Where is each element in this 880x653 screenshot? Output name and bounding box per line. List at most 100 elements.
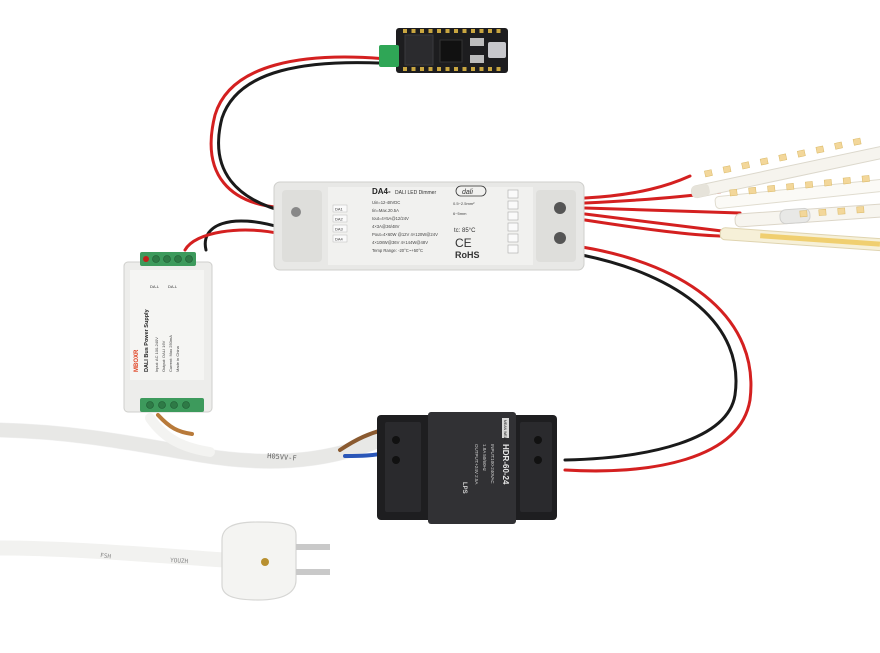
dali-psu-spec-line: Made in China xyxy=(175,345,180,372)
led-chip xyxy=(804,181,814,189)
header-pin xyxy=(445,29,450,33)
header-pin xyxy=(488,29,492,33)
dimmer-spec-line: Uin=12-48VDC xyxy=(372,200,400,205)
channel-label: DA4 xyxy=(335,237,344,242)
dali-psu-label: MBOXR DALI Bus Power Supply Input: AC 10… xyxy=(134,308,180,372)
led-wire-5 xyxy=(583,218,722,238)
dimmer-spec-line: 4×3A@36/48V xyxy=(372,224,400,229)
led-chip xyxy=(834,141,843,150)
channel-box xyxy=(332,204,348,213)
header-pin xyxy=(420,29,424,33)
header-pin xyxy=(428,67,433,71)
header-pin xyxy=(471,29,475,33)
led-strip-2 xyxy=(714,178,880,209)
plug-prong-bottom xyxy=(296,569,330,575)
usb-c-port xyxy=(488,42,506,58)
led-strip-4 xyxy=(719,227,880,252)
led-chip xyxy=(861,175,870,183)
led-strips xyxy=(690,137,880,252)
svg-text:DA-L: DA-L xyxy=(168,284,178,289)
header-pin xyxy=(479,29,484,33)
channel-box xyxy=(332,224,348,233)
terminal-screw xyxy=(174,255,182,263)
screw-hole xyxy=(291,207,301,217)
header-pin xyxy=(454,67,458,71)
dimmer-spec-lines: Uin=12-48VDCIin=Max.20.5AIout=4×5A@12/24… xyxy=(372,200,438,253)
psu-label: MEAN WELL HDR-60-24 INPUT:100-240VAC1.8A… xyxy=(461,418,510,494)
psu-spec-line: OUTPUT:+24V 2.5A xyxy=(474,444,479,484)
terminal-screw xyxy=(158,401,166,409)
led-chip xyxy=(778,153,788,162)
plug-prong-top xyxy=(296,544,330,550)
screw-hole xyxy=(554,232,566,244)
dali-bus-wire-black xyxy=(203,219,284,252)
led-chip xyxy=(741,161,750,170)
cable-print-youzh: YOUZH xyxy=(170,557,189,565)
screw-hole xyxy=(554,202,566,214)
header-pin xyxy=(428,29,433,33)
terminal-slot xyxy=(507,233,519,243)
dimmer-spec-line: Iout=4×5A@12/24V xyxy=(372,216,409,221)
led-chip xyxy=(748,187,757,195)
header-pin xyxy=(488,67,492,71)
terminal-slot xyxy=(507,189,519,199)
terminal-screw xyxy=(146,401,154,409)
led-chip xyxy=(767,185,776,193)
svg-text:dali: dali xyxy=(462,189,473,196)
dali-bus-wire-red xyxy=(183,228,284,252)
terminal-slot xyxy=(507,200,519,210)
dali-psu-brand: MBOXR xyxy=(134,349,140,372)
header-pin xyxy=(496,67,501,71)
header-pin xyxy=(437,67,441,71)
svg-text:DA-L: DA-L xyxy=(150,284,160,289)
psu-to-dimmer-red xyxy=(563,245,753,473)
psu-spec-line: 1.8A 50/60Hz xyxy=(482,444,487,472)
led-row xyxy=(799,206,865,218)
header-pin xyxy=(479,67,484,71)
tc-rating: tc: 85°C xyxy=(454,228,476,234)
led-chip xyxy=(704,169,713,178)
terminal-screw xyxy=(163,255,171,263)
dimmer-model: DA4- xyxy=(372,187,391,196)
ce-mark: CE xyxy=(455,236,472,250)
channel-label: DA2 xyxy=(335,217,344,222)
dimmer-title: DALI LED Dimmer xyxy=(395,190,436,196)
psu-to-dimmer-black xyxy=(563,253,738,462)
led-chip xyxy=(818,208,827,216)
header-pin xyxy=(454,29,458,33)
dali-psu-spec-line: Input: AC 100-240V xyxy=(154,337,159,372)
mains-plug xyxy=(221,521,330,601)
dimmer-spec-line: Pout=4×60W @12V 4×120W@24V xyxy=(372,232,438,237)
power-led xyxy=(143,256,149,262)
dali-bus-power-supply: MBOXR DALI Bus Power Supply Input: AC 10… xyxy=(123,252,213,413)
dali-psu-terminal-labels: DA-L DA-L xyxy=(150,284,178,289)
led-row xyxy=(704,137,862,178)
terminal-slot xyxy=(507,244,519,254)
cable-print-main: H05VV-F xyxy=(267,452,297,463)
psu-spec-line: INPUT:100-240VAC xyxy=(490,444,495,484)
header-pin xyxy=(462,29,467,33)
led-wire-4 xyxy=(583,212,732,234)
plug-cable xyxy=(0,540,233,568)
dali-psu-spec-line: Current: Max 250mA xyxy=(168,335,173,372)
header-pin xyxy=(420,67,424,71)
led-chip xyxy=(799,210,808,218)
controller-board xyxy=(379,28,508,73)
core-brown-2 xyxy=(156,413,194,436)
led-chip xyxy=(837,207,846,215)
header-pins xyxy=(403,29,501,71)
channel-box xyxy=(332,214,348,223)
header-pin xyxy=(403,67,407,71)
channel-label: DA1 xyxy=(335,207,344,212)
psu-lps: LPS xyxy=(461,482,467,494)
terminal-screw xyxy=(182,401,190,409)
dali-dimmer: DA4- DALI LED Dimmer dali Uin=12-48VDCIi… xyxy=(273,181,585,271)
terminal-slot xyxy=(507,211,519,221)
header-pin xyxy=(496,29,501,33)
dali-logo: dali xyxy=(455,185,487,197)
terminal-block-green xyxy=(379,45,399,67)
led-chip xyxy=(786,183,795,191)
led-chip xyxy=(823,179,833,187)
header-pin xyxy=(462,67,467,71)
led-chip xyxy=(842,177,851,185)
